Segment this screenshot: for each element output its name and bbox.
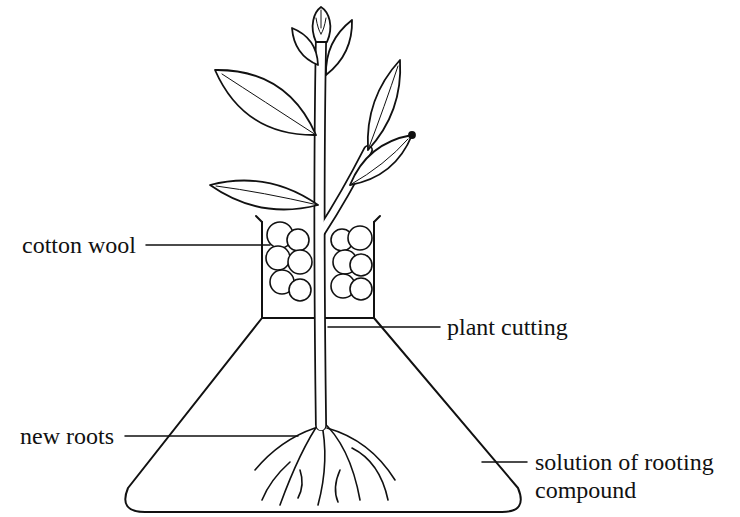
part-label: solution of rooting compound (535, 448, 725, 504)
leader-line (146, 244, 270, 246)
flower-bud (313, 7, 331, 42)
plant-stem (320, 40, 369, 426)
leaves (210, 20, 415, 210)
part-label: new roots (20, 422, 114, 450)
leader-line (482, 461, 527, 463)
leader-line (328, 326, 440, 328)
leader-lines (125, 245, 527, 462)
leader-line (125, 435, 298, 437)
roots (255, 420, 395, 505)
part-label: plant cutting (447, 313, 568, 341)
part-label: cotton wool (22, 231, 136, 259)
